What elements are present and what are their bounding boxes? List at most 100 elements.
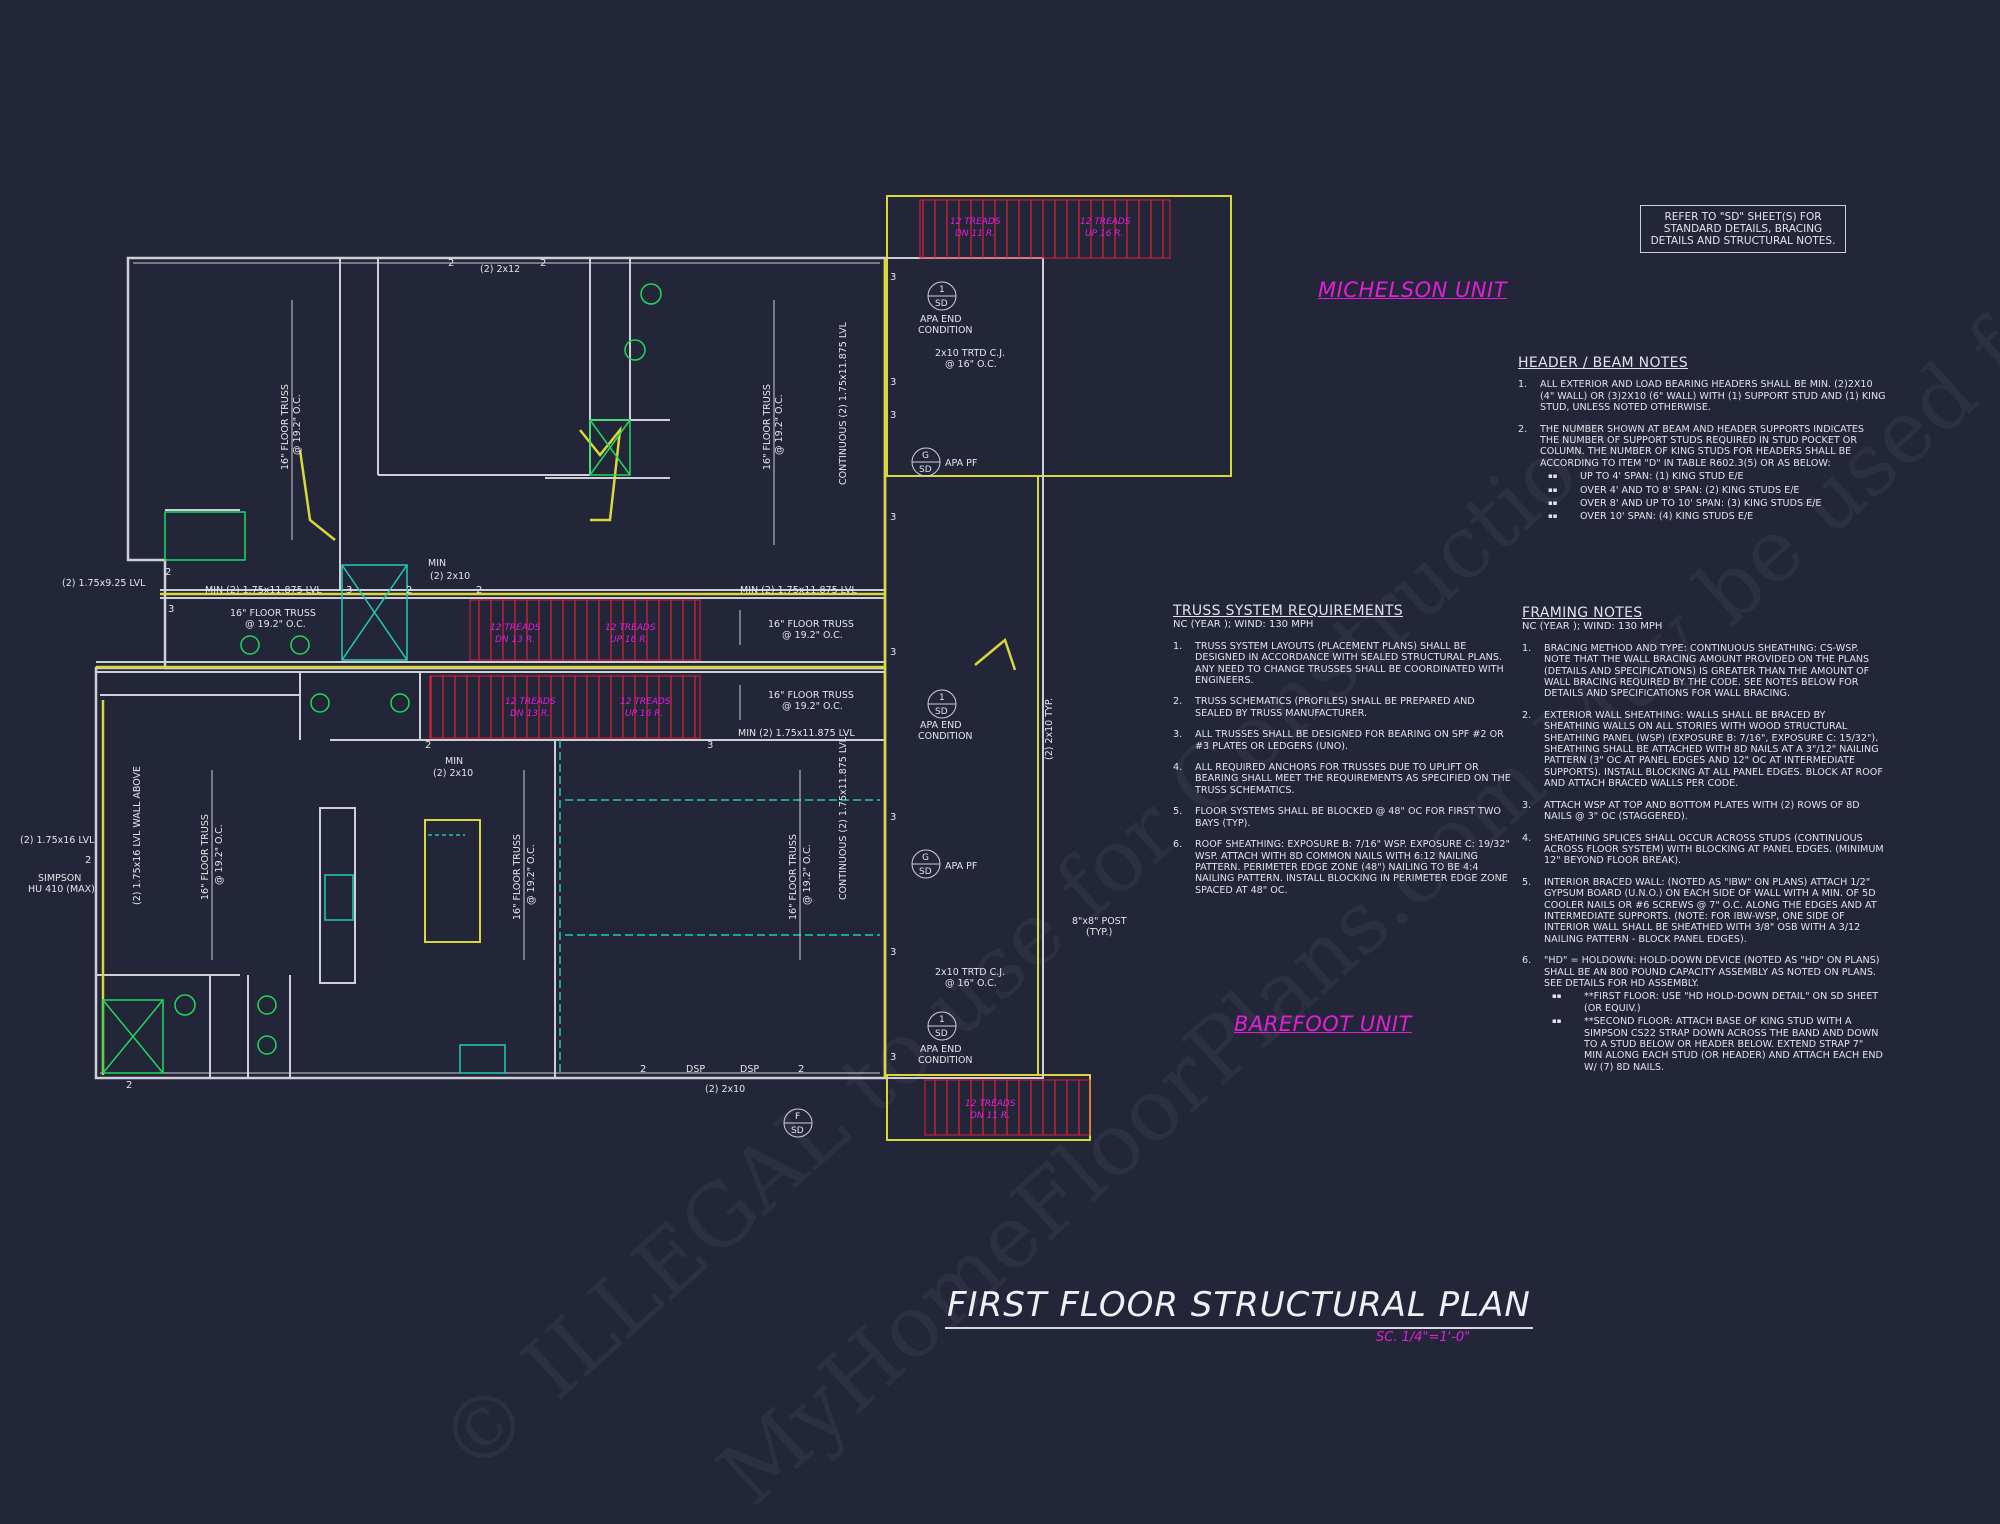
apa-end-3: APA END [920, 1044, 962, 1055]
callout-sheet: SD [791, 1126, 804, 1136]
stair-treads: 12 TREADS [605, 623, 656, 633]
truss-spacing-stair-2: @ 19.2" O.C. [782, 701, 843, 712]
deck-typ-label: (2) 2x10 TYP. [1044, 698, 1055, 760]
note-text: ALL TRUSSES SHALL BE DESIGNED FOR BEARIN… [1195, 729, 1504, 752]
truss-vert-5: 16" FLOOR TRUSS [788, 834, 799, 920]
callout-sheet: SD [919, 867, 932, 877]
note-text: 3. [1173, 729, 1183, 741]
support-count: 2 [165, 567, 171, 578]
truss-vert-4: 16" FLOOR TRUSS [512, 834, 523, 920]
stair-lower-deck [924, 1079, 1091, 1136]
stair-mid-2 [429, 675, 701, 739]
king-stud-bullet: OVER 8' AND UP TO 10' SPAN: (3) KING STU… [1540, 498, 1886, 510]
king-stud-bullet: OVER 10' SPAN: (4) KING STUDS E/E [1540, 511, 1886, 523]
note-text: 1. [1518, 379, 1528, 391]
support-count: 3 [707, 740, 713, 751]
header-2x12: (2) 2x12 [480, 264, 520, 275]
note-text: 4. [1173, 762, 1183, 774]
truss-vert-2-sp: @ 19.2" O.C. [774, 394, 785, 455]
support-count: 3 [890, 410, 896, 421]
sheet-title: FIRST FLOOR STRUCTURAL PLAN [945, 1285, 1533, 1329]
min-upper: MIN [428, 558, 446, 569]
stair-dir: UP 16 R. [625, 709, 663, 719]
simpson-label: SIMPSON [38, 873, 81, 884]
header-2x10-mid: (2) 2x10 [433, 768, 473, 779]
stair-dir: UP 16 R. [610, 635, 648, 645]
support-count: 3 [890, 512, 896, 523]
note-text: 6. [1522, 955, 1532, 967]
framing-note-item: 5.INTERIOR BRACED WALL: (NOTED AS "IBW" … [1522, 877, 1884, 945]
framing-note-item: 3.ATTACH WSP AT TOP AND BOTTOM PLATES WI… [1522, 800, 1884, 823]
stair-treads: 12 TREADS [965, 1099, 1016, 1109]
callout-num: G [922, 451, 929, 461]
note-text: ALL REQUIRED ANCHORS FOR TRUSSES DUE TO … [1195, 762, 1511, 796]
dsp-2: DSP [740, 1064, 759, 1075]
note-text: TRUSS SCHEMATICS (PROFILES) SHALL BE PRE… [1195, 696, 1475, 719]
deck-upper [886, 195, 1232, 477]
lvl-mid-label: MIN (2) 1.75x11.875 LVL [205, 585, 322, 596]
truss-note-item: 6.ROOF SHEATHING: EXPOSURE B: 7/16" WSP.… [1173, 839, 1513, 896]
apa-end-2: APA END [920, 720, 962, 731]
callout-num: G [922, 853, 929, 863]
note-text: 5. [1522, 876, 1532, 888]
note-text: ROOF SHEATHING: EXPOSURE B: 7/16" WSP. E… [1195, 839, 1510, 896]
truss-vert-1: 16" FLOOR TRUSS [280, 384, 291, 470]
lvl-upper-label: MIN (2) 1.75x11.875 LVL [740, 585, 857, 596]
support-count: 2 [448, 258, 454, 269]
note-text: 5. [1173, 806, 1183, 818]
king-stud-bullet: OVER 4' AND TO 8' SPAN: (2) KING STUDS E… [1540, 485, 1886, 497]
note-text: 3. [1522, 799, 1532, 811]
support-count: 2 [476, 585, 482, 596]
continuous-lvl-1: CONTINUOUS (2) 1.75x11.875 LVL [838, 321, 849, 485]
framing-note-item: 2.EXTERIOR WALL SHEATHING: WALLS SHALL B… [1522, 710, 1884, 790]
header-2x10-low: (2) 2x10 [705, 1084, 745, 1095]
support-count: 2 [640, 1064, 646, 1075]
support-count: 2 [425, 740, 431, 751]
stair-dir: DN 13 R. [510, 709, 550, 719]
framing-note-item: 1.BRACING METHOD AND TYPE: CONTINUOUS SH… [1522, 643, 1884, 700]
truss-notes-title: TRUSS SYSTEM REQUIREMENTS [1173, 603, 1403, 619]
callout-num: 1 [939, 1015, 945, 1025]
condition-1: CONDITION [918, 325, 973, 336]
post-typ: (TYP.) [1086, 927, 1112, 938]
continuous-lvl-2: CONTINUOUS (2) 1.75x11.875 LVL [838, 736, 849, 900]
truss-note-item: 4. ALL REQUIRED ANCHORS FOR TRUSSES DUE T… [1173, 762, 1513, 796]
callout-num: 1 [939, 285, 945, 295]
lvl-left-upper: (2) 1.75x9.25 LVL [62, 578, 146, 589]
stair-treads: 12 TREADS [950, 217, 1001, 227]
condition-2: CONDITION [918, 731, 973, 742]
holdown-bullet: **SECOND FLOOR: ATTACH BASE OF KING STUD… [1544, 1016, 1884, 1073]
support-count: 3 [890, 947, 896, 958]
post-label: 8"x8" POST [1072, 916, 1127, 927]
framing-notes-title: FRAMING NOTES [1522, 605, 1643, 621]
dsp-1: DSP [686, 1064, 705, 1075]
support-count: 2 [798, 1064, 804, 1075]
truss-vert-1-sp: @ 19.2" O.C. [292, 394, 303, 455]
hu-label: HU 410 (MAX) [28, 884, 95, 895]
min-mid: MIN [445, 756, 463, 767]
apa-end-1: APA END [920, 314, 962, 325]
apa-pf-1: APA PF [945, 458, 977, 469]
truss-label-stair-1: 16" FLOOR TRUSS [768, 619, 854, 630]
truss-note-item: 2.TRUSS SCHEMATICS (PROFILES) SHALL BE P… [1173, 696, 1513, 719]
stair-treads: 12 TREADS [620, 697, 671, 707]
framing-note-item: 6."HD" = HOLDOWN: HOLD-DOWN DEVICE (NOTE… [1522, 955, 1884, 1073]
note-text: ALL EXTERIOR AND LOAD BEARING HEADERS SH… [1540, 379, 1886, 414]
stair-treads: 12 TREADS [505, 697, 556, 707]
truss-notes-subtitle: NC (YEAR ); Wind: 130 mph [1173, 619, 1314, 631]
truss-vert-3-sp: @ 19.2" O.C. [214, 824, 225, 885]
callout-sheet: SD [919, 465, 932, 475]
support-count: 3 [890, 272, 896, 283]
framing-notes-subtitle: NC (YEAR ); Wind: 130 mph [1522, 621, 1663, 633]
header-2x10-upper: (2) 2x10 [430, 571, 470, 582]
truss-vert-5-sp: @ 19.2" O.C. [802, 844, 813, 905]
beam-support-numbers: 2 2 3 3 3 3 3 3 3 3 3 2 2 2 3 2 3 2 2 2 … [85, 258, 896, 1091]
header-beam-notes: HEADER / BEAM NOTES 1.ALL EXTERIOR AND L… [1518, 356, 1886, 533]
callout-sheet: SD [935, 707, 948, 717]
support-count: 3 [346, 585, 352, 596]
truss-label-stair-2: 16" FLOOR TRUSS [768, 690, 854, 701]
support-count: 2 [406, 585, 412, 596]
callout-sheet: SD [935, 1029, 948, 1039]
support-count: 3 [168, 604, 174, 615]
